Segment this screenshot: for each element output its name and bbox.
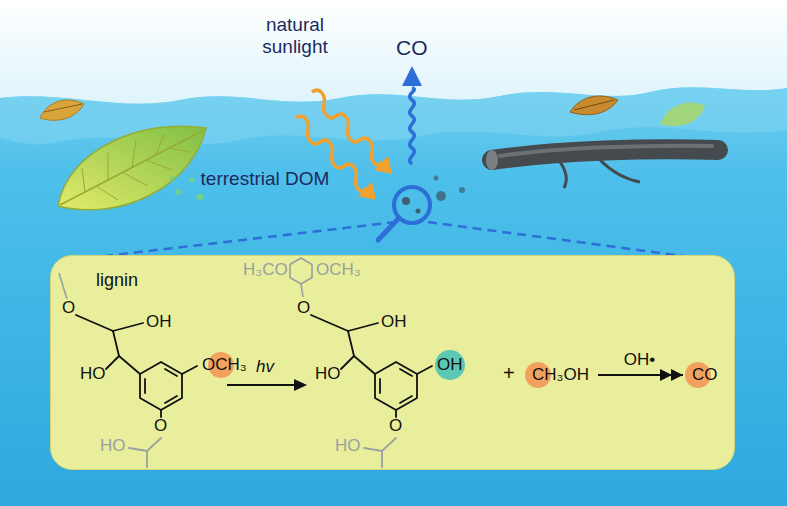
light-label: hv [256,357,274,377]
co-emission-label: CO [396,36,428,60]
atom-label: HO [335,436,361,456]
atom-label: O [62,298,75,318]
methoxy-group: OCH₃ [199,353,250,377]
carbon-monoxide: CO [689,363,721,387]
atom-label: OCH₃ [316,260,361,280]
formula-text: CH₃OH [532,365,589,385]
atom-label: O [297,298,310,318]
formula-text: OCH₃ [202,355,247,375]
plus-sign: + [503,362,515,385]
dom-label: terrestrial DOM [200,168,330,190]
formula-text: CO [692,365,718,385]
atom-label: HO [80,364,106,384]
methanol: CH₃OH [529,363,592,387]
lignin-panel: ligninOCH₃OHCH₃OHCOOH• [50,255,735,470]
atom-label: HO [100,436,126,456]
formula-text: OH [437,355,463,375]
atom-label: HO [315,364,341,384]
reaction-arrow [598,369,683,381]
atom-label: OH [146,312,172,332]
hydroxyl-group: OH [434,353,466,377]
atom-label: H₃CO [243,260,288,280]
panel-title: lignin [96,270,138,291]
atom-label: O [389,416,402,436]
atom-label: O [154,416,167,436]
sunlight-label: natural sunlight [236,14,354,58]
atom-label: OH [381,312,407,332]
edge-label: OH• [624,350,655,370]
